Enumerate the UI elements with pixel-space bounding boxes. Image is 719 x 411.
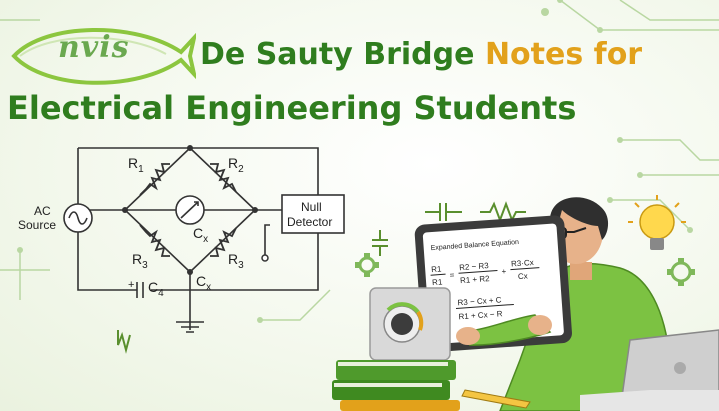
lightbulb-icon bbox=[628, 195, 686, 250]
page-title: De Sauty Bridge Notes for Electrical Eng… bbox=[7, 36, 715, 127]
label-r3-left: R3 bbox=[132, 251, 148, 271]
student-illustration: Expanded Balance Equation R1 R1 = R2 − R… bbox=[332, 195, 719, 411]
label-c4: C4 bbox=[148, 279, 164, 299]
nvis-logo bbox=[11, 28, 196, 85]
label-ac-source-2: Source bbox=[18, 218, 56, 232]
label-null-detector-2: Detector bbox=[287, 215, 332, 229]
de-sauty-bridge-diagram: R1 R2 R3 R3 Cx Cx C4 + AC Source Null De… bbox=[18, 145, 345, 333]
label-cx-bottom: Cx bbox=[196, 273, 211, 293]
title-part-2: Notes for bbox=[484, 37, 643, 72]
eq2-num: R3 − Cx + C bbox=[457, 295, 502, 307]
eq1-right-den: Cx bbox=[518, 271, 528, 281]
label-c4-plus: + bbox=[128, 279, 134, 291]
label-cx-center: Cx bbox=[193, 225, 208, 245]
eq1-right-num: R3·Cx bbox=[511, 258, 534, 269]
svg-text:=: = bbox=[449, 271, 455, 280]
label-r2: R2 bbox=[228, 155, 244, 175]
label-ac-source-1: AC bbox=[34, 204, 51, 218]
logo-text: nvis bbox=[58, 30, 130, 65]
eq1-left-num: R1 bbox=[431, 264, 442, 274]
title-line-2: Electrical Engineering Students bbox=[7, 89, 577, 127]
eq1-mid-den: R1 + R2 bbox=[460, 274, 491, 285]
title-part-1: De Sauty Bridge bbox=[200, 37, 485, 72]
label-r3-right: R3 bbox=[228, 251, 244, 271]
eq1-mid-num: R2 − R3 bbox=[459, 261, 490, 272]
eq1-left-den: R1 bbox=[432, 277, 443, 287]
label-r1: R1 bbox=[128, 155, 144, 175]
eq2-den: R1 + Cx − R bbox=[458, 309, 503, 321]
svg-text:+: + bbox=[501, 267, 507, 276]
label-null-detector-1: Null bbox=[301, 200, 322, 214]
